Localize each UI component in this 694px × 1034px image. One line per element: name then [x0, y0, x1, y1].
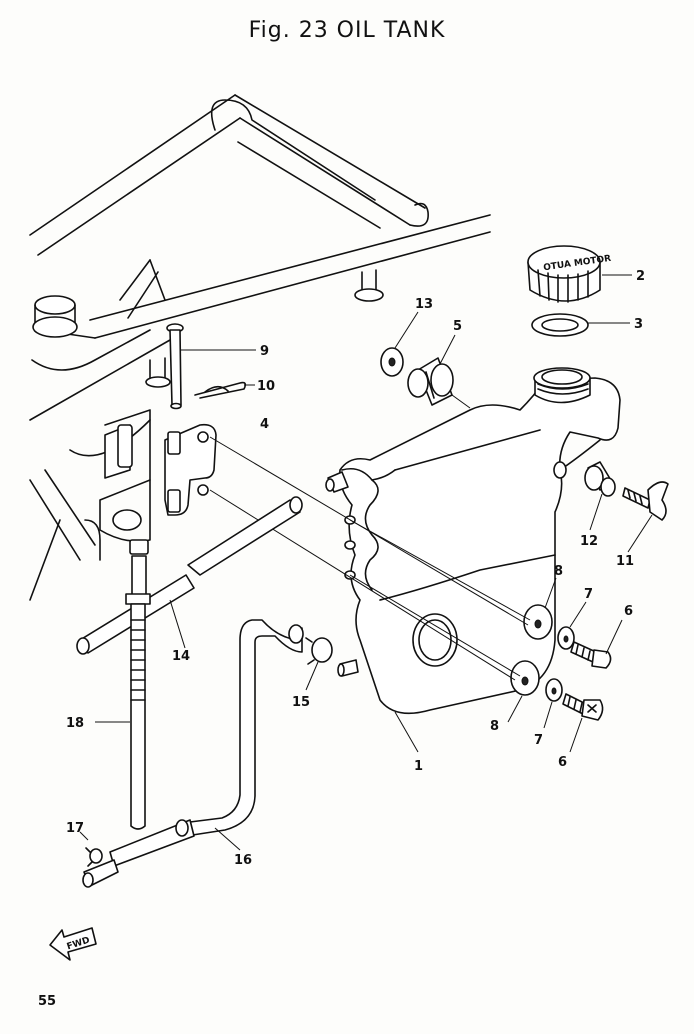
- callout-8-upper: 8: [554, 564, 563, 579]
- bolt-6-upper: [570, 619, 623, 669]
- bracket-4: [104, 423, 217, 516]
- callout-11: 11: [616, 554, 634, 569]
- callout-2: 2: [636, 269, 645, 284]
- washer-13: [380, 311, 419, 377]
- callout-14: 14: [172, 649, 190, 664]
- gasket-3: [531, 313, 630, 337]
- figure-title: Fig. 23 OIL TANK: [248, 18, 446, 43]
- lockwasher-7-upper: [557, 601, 587, 650]
- fitting-end: [82, 859, 119, 888]
- callout-1: 1: [414, 759, 423, 774]
- bolt-6-lower: [562, 693, 604, 753]
- lockwasher-7-lower: [543, 678, 563, 729]
- grommet-5: [407, 334, 471, 409]
- callout-4: 4: [260, 417, 269, 432]
- callout-7-lower: 7: [534, 733, 543, 748]
- oil-tank-1: [325, 367, 621, 753]
- callout-7-upper: 7: [584, 587, 593, 602]
- callout-3: 3: [634, 317, 643, 332]
- clip-15: [305, 637, 333, 691]
- callout-labels: 2 3 13 5 9 10 4 12 11 8 7 6 14 15 18 8 7…: [66, 269, 645, 868]
- clip-10: [194, 381, 255, 399]
- pin-9: [166, 323, 256, 410]
- hose-16: [109, 619, 304, 867]
- callout-12: 12: [580, 534, 598, 549]
- callout-15: 15: [292, 695, 310, 710]
- callout-13: 13: [415, 297, 433, 312]
- frame-tubes: [29, 94, 491, 601]
- washer-8-lower: [507, 660, 540, 723]
- washer-8-upper: [523, 577, 557, 640]
- wing-bolt-11: [622, 481, 669, 553]
- callout-6-lower: 6: [558, 755, 567, 770]
- page-number: 55: [38, 994, 57, 1009]
- callout-16: 16: [234, 853, 252, 868]
- callout-17: 17: [66, 821, 84, 836]
- callout-8-lower: 8: [490, 719, 499, 734]
- callout-9: 9: [260, 344, 269, 359]
- callout-5: 5: [453, 319, 462, 334]
- callout-18: 18: [66, 716, 84, 731]
- alignment-lines: [209, 436, 531, 681]
- strap-18: [95, 539, 151, 830]
- fwd-arrow-icon: FWD: [49, 927, 97, 961]
- callout-6-upper: 6: [624, 604, 633, 619]
- collar-12: [584, 461, 616, 531]
- callout-10: 10: [257, 379, 275, 394]
- cap-2: OTUA MOTOR: [527, 245, 632, 303]
- clip-17: [79, 831, 103, 867]
